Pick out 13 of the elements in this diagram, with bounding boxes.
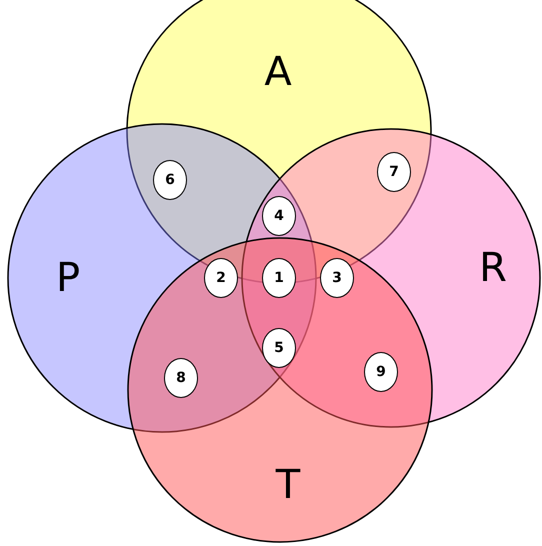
region-number: 3 <box>320 258 354 298</box>
set-label: A <box>264 52 292 92</box>
region-number: 8 <box>164 358 198 398</box>
region-number: 2 <box>204 258 238 298</box>
set-label: P <box>56 258 80 298</box>
region-number: 4 <box>262 196 296 236</box>
region-number: 7 <box>377 152 411 192</box>
set-label: T <box>276 465 300 505</box>
set-label: R <box>479 248 507 288</box>
region-number: 6 <box>153 160 187 200</box>
region-number: 5 <box>262 328 296 368</box>
region-number: 1 <box>262 258 296 298</box>
region-number: 9 <box>364 352 398 392</box>
